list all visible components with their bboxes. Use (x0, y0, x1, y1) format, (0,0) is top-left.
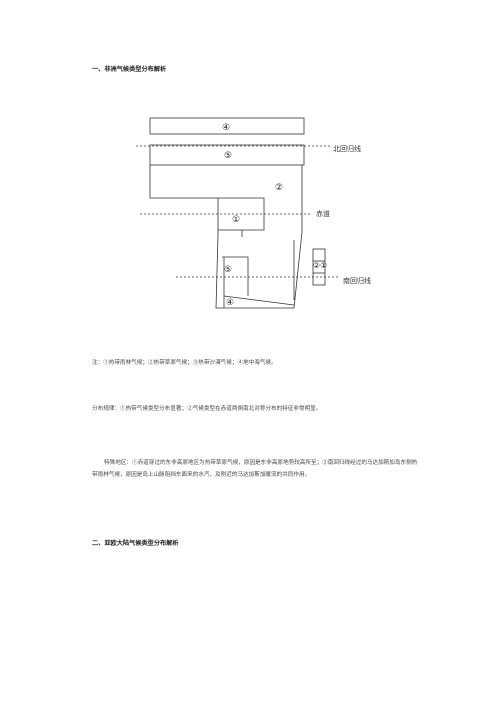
region-label: ②① (313, 261, 327, 270)
equator-label: 赤道 (316, 209, 330, 218)
region-middle-box (149, 144, 305, 166)
rule-paragraph: 分布规律：①热带气候类型分布显著；②气候类型在赤道两侧南北对称分布的特征非常明显… (92, 406, 322, 412)
region-label: ② (275, 183, 283, 193)
tropic-of-cancer-label: 北回归线 (333, 144, 361, 153)
region-label: ⑤ (224, 151, 232, 161)
region-south-box (222, 256, 249, 296)
section1-heading: 一、非洲气候类型分布解析 (92, 66, 167, 73)
region-label: ① (232, 215, 240, 225)
tropic-of-capricorn-label: 南回归线 (343, 276, 371, 285)
note-paragraph: 注：①热带雨林气候；②热带草原气候；③热带沙漠气候；④地中海气候。 (92, 360, 277, 366)
region-label: ⑤ (224, 265, 232, 275)
section2-heading: 二、亚欧大陆气候类型分布解析 (92, 540, 179, 547)
continent-outline (149, 165, 303, 309)
region-label: ④ (226, 298, 234, 308)
special-paragraph: 特殊地区：①赤道穿过的东非高原地区为热带草原气候，原因是东非高原地势较高所至；②… (92, 460, 418, 478)
madagascar-box (312, 248, 326, 286)
region-top-box (149, 117, 305, 135)
region-label: ④ (222, 123, 230, 133)
